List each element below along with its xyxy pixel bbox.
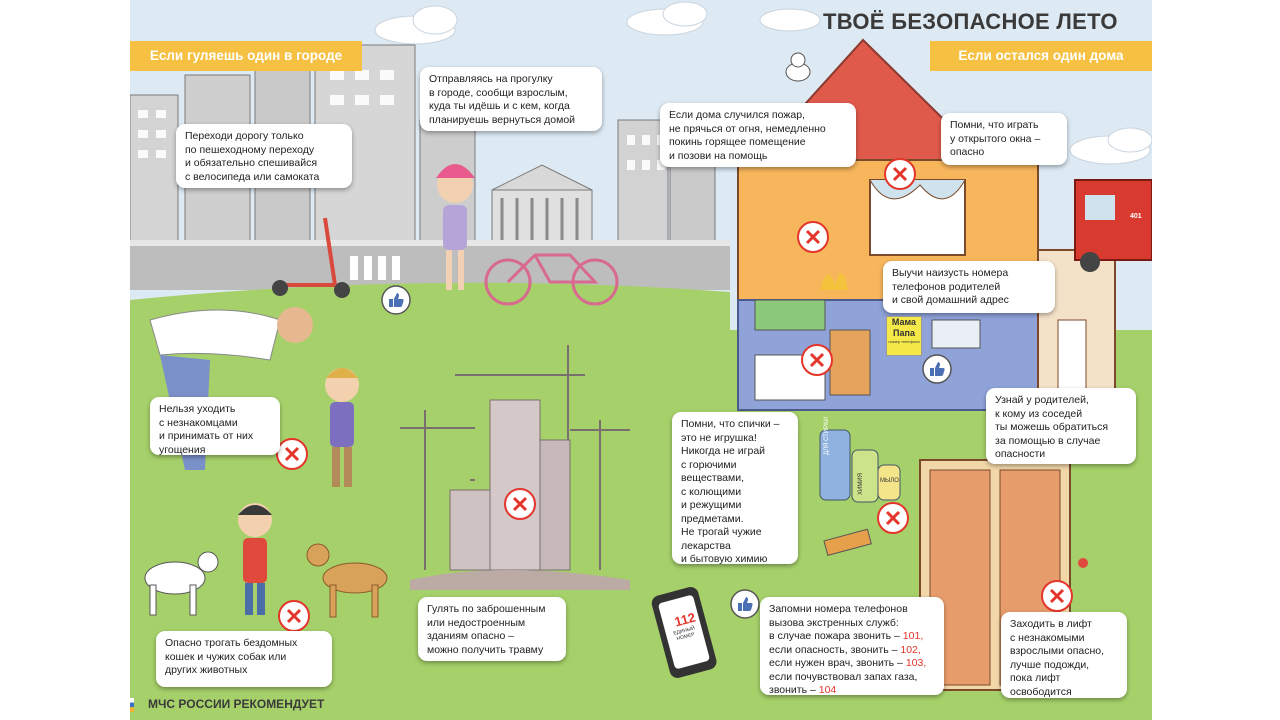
tip-strangers: Нельзя уходить с незнакомцами и принимат… — [150, 397, 280, 456]
bottle-label-chemistry: ХИМИЯ — [858, 473, 864, 495]
tip-crossing: Переходи дорогу только по пешеходному пе… — [176, 124, 352, 188]
footer-text: МЧС РОССИИ РЕКОМЕНДУЕТ — [148, 697, 325, 711]
emergency-line: если нужен врач, звонить – 103, — [769, 657, 927, 669]
note-small: номер телефона — [888, 339, 920, 344]
prohibited-icon-stove — [801, 344, 833, 376]
tip-matches: Помни, что спички – это не игрушка! Нико… — [672, 412, 798, 565]
tip-neighbors: Узнай у родителей, к кому из соседей ты … — [986, 388, 1136, 464]
safety-poster: ТВОЁ БЕЗОПАСНОЕ ЛЕТО Если гуляешь один в… — [130, 0, 1152, 720]
note-mama: Мама — [891, 317, 917, 327]
section-header-city: Если гуляешь один в городе — [130, 41, 362, 71]
emergency-line: звонить – 104 — [769, 684, 837, 696]
prohibited-icon-construction — [504, 488, 536, 520]
prohibited-icon-animals — [278, 600, 310, 632]
thumbs-up-icon-memorize — [922, 354, 952, 384]
tip-fire: Если дома случился пожар, не прячься от … — [660, 103, 856, 167]
tip-elevator: Заходить в лифт с незнакомыми взрослыми … — [1001, 612, 1127, 698]
prohibited-icon-fire — [884, 158, 916, 190]
section-header-home: Если остался один дома — [930, 41, 1152, 71]
bottle-label-laundry: ДЛЯ СТИРКИ — [824, 417, 830, 455]
emergency-line: вызова экстренных служб: — [769, 616, 899, 629]
tip-construction: Гулять по заброшенным или недостроенным … — [418, 597, 566, 661]
tip-animals: Опасно трогать бездомных кошек и чужих с… — [156, 631, 332, 687]
tip-emergency-numbers: Запомни номера телефонов вызова экстренн… — [760, 597, 944, 696]
thumbs-up-icon-emergency — [730, 589, 760, 619]
tip-window: Помни, что играть у открытого окна – опа… — [941, 113, 1067, 165]
bottle-label-soap: МЫЛО — [880, 478, 899, 484]
emergency-line: в случае пожара звонить – 101, — [769, 630, 924, 642]
tip-memorize: Выучи наизусть номера телефонов родителе… — [883, 261, 1055, 313]
emergency-line: Запомни номера телефонов — [769, 603, 908, 615]
parents-note: Мама Папа номер телефона — [886, 316, 922, 356]
tip-walk-tell: Отправляясь на прогулку в городе, сообщи… — [420, 67, 602, 131]
flag-icon — [130, 698, 134, 712]
prohibited-icon-elevator — [1041, 580, 1073, 612]
thumbs-up-icon-crossing — [381, 285, 411, 315]
emergency-line: если опасность, звонить – 102, — [769, 643, 921, 656]
prohibited-icon-kitchen — [797, 221, 829, 253]
prohibited-icon-chemicals — [877, 502, 909, 534]
prohibited-icon-strangers — [276, 438, 308, 470]
emergency-line: если почувствовал запах газа, — [769, 670, 918, 683]
page-title: ТВОЁ БЕЗОПАСНОЕ ЛЕТО — [823, 9, 1118, 34]
truck-number: 401 — [1130, 213, 1142, 220]
note-papa: Папа — [893, 328, 915, 338]
